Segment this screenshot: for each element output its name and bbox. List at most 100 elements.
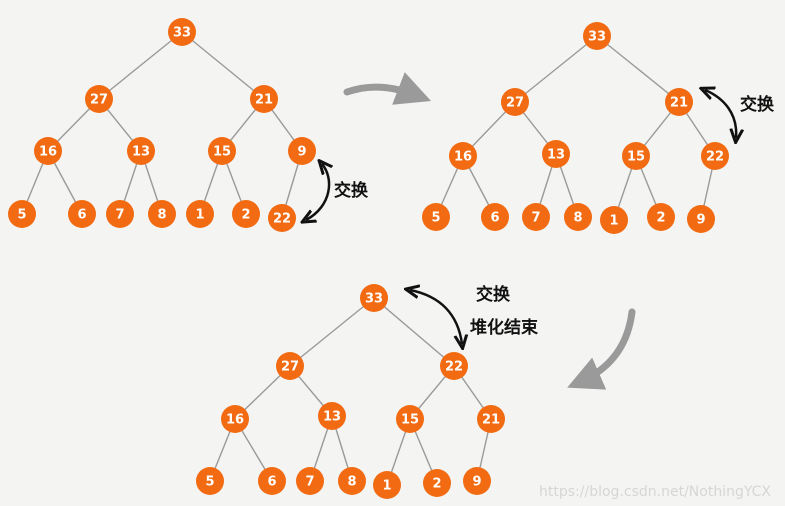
- heap-node: [208, 137, 236, 165]
- heap-node: [106, 200, 134, 228]
- heap-node: [600, 206, 628, 234]
- heap-node-label: 16: [454, 150, 472, 165]
- heap-node: [258, 467, 286, 495]
- heap-node-label: 33: [173, 26, 191, 41]
- heap-node: [687, 205, 715, 233]
- heap-node: [148, 200, 176, 228]
- heap-node-label: 13: [547, 148, 565, 163]
- heap-node: [622, 142, 650, 170]
- heap-node: [542, 140, 570, 168]
- heap-node: [68, 200, 96, 228]
- heap-node-label: 15: [627, 150, 645, 165]
- heap-node: [168, 18, 196, 46]
- swap-label-step3: 交换: [476, 284, 511, 305]
- heap-node: [276, 352, 304, 380]
- heap-node-label: 6: [77, 208, 86, 223]
- heap-node: [463, 467, 491, 495]
- heap-node: [481, 203, 509, 231]
- heap-node: [85, 85, 113, 113]
- heap-node: [423, 469, 451, 497]
- heap-node: [34, 137, 62, 165]
- heap-node-label: 1: [609, 214, 618, 229]
- heap-node-label: 33: [365, 292, 383, 307]
- heap-node-label: 1: [382, 479, 391, 494]
- heap-node: [221, 405, 249, 433]
- heap-node-label: 13: [132, 145, 150, 160]
- tree-edge: [289, 297, 375, 367]
- tree-edge: [98, 31, 183, 100]
- step-arrow-2-to-3: [567, 308, 636, 390]
- heap-node-label: 8: [573, 211, 582, 226]
- heap-node-label: 33: [588, 30, 606, 45]
- heap-node-label: 22: [445, 360, 463, 375]
- heap-node: [440, 352, 468, 380]
- tree-edge: [181, 31, 265, 100]
- swap-arrow-step3: [410, 290, 462, 344]
- heap-node-label: 5: [17, 208, 26, 223]
- heap-node: [186, 200, 214, 228]
- heap-node: [665, 88, 693, 116]
- heap-node: [318, 402, 346, 430]
- heap-node-label: 7: [115, 208, 124, 223]
- heap-node-label: 15: [401, 413, 419, 428]
- heap-node-label: 5: [431, 211, 440, 226]
- heap-node: [360, 284, 388, 312]
- swap-arrow-step1: [306, 164, 329, 220]
- heap-node-label: 15: [213, 145, 231, 160]
- heap-node-label: 2: [656, 211, 665, 226]
- heap-node-label: 27: [281, 360, 299, 375]
- tree-edge: [514, 35, 598, 103]
- heap-node-label: 22: [273, 212, 291, 227]
- heap-node-label: 7: [305, 475, 314, 490]
- heap-node-label: 16: [39, 145, 57, 160]
- heap-node-label: 21: [255, 93, 273, 108]
- heap-node: [449, 142, 477, 170]
- heap-node-label: 22: [706, 150, 724, 165]
- heap-node-label: 6: [267, 475, 276, 490]
- heap-node-label: 21: [670, 96, 688, 111]
- heap-node: [396, 405, 424, 433]
- heap-node: [564, 203, 592, 231]
- heap-node: [647, 203, 675, 231]
- heap-node: [127, 137, 155, 165]
- swap-label-step2: 交换: [740, 94, 775, 115]
- heap-node: [250, 85, 278, 113]
- heap-node-label: 27: [506, 96, 524, 111]
- heap-node: [232, 200, 260, 228]
- heap-node: [477, 405, 505, 433]
- heap-node-label: 1: [195, 208, 204, 223]
- heap-node: [522, 203, 550, 231]
- heap-node: [422, 203, 450, 231]
- heap-node-label: 13: [323, 410, 341, 425]
- heap-node-label: 9: [696, 213, 705, 228]
- heap-node-label: 9: [472, 475, 481, 490]
- heap-node-label: 5: [205, 475, 214, 490]
- heap-tree-step2: 33 27 21 16 13 15 22 5 6 7 8 1 2 9: [422, 22, 729, 234]
- heap-node-label: 6: [490, 211, 499, 226]
- heap-node: [373, 471, 401, 499]
- tree-edge: [596, 35, 680, 103]
- heap-node-label: 8: [347, 475, 356, 490]
- heap-node-label: 2: [241, 208, 250, 223]
- heap-node: [296, 467, 324, 495]
- heap-node: [268, 204, 296, 232]
- watermark: https://blog.csdn.net/NothingYCX: [539, 484, 771, 500]
- heap-node-label: 9: [297, 145, 306, 160]
- heap-node-label: 21: [482, 413, 500, 428]
- heap-node-label: 2: [432, 477, 441, 492]
- swap-label-step1: 交换: [334, 180, 369, 201]
- heap-node: [196, 467, 224, 495]
- heap-node-label: 27: [90, 93, 108, 108]
- heap-node: [701, 142, 729, 170]
- swap-arrow-step2: [705, 90, 736, 138]
- heap-node: [583, 22, 611, 50]
- heap-node: [501, 88, 529, 116]
- heap-node-label: 7: [531, 211, 540, 226]
- heap-node-label: 8: [157, 208, 166, 223]
- tree-edge: [373, 297, 455, 367]
- heap-node: [8, 200, 36, 228]
- heap-node: [338, 467, 366, 495]
